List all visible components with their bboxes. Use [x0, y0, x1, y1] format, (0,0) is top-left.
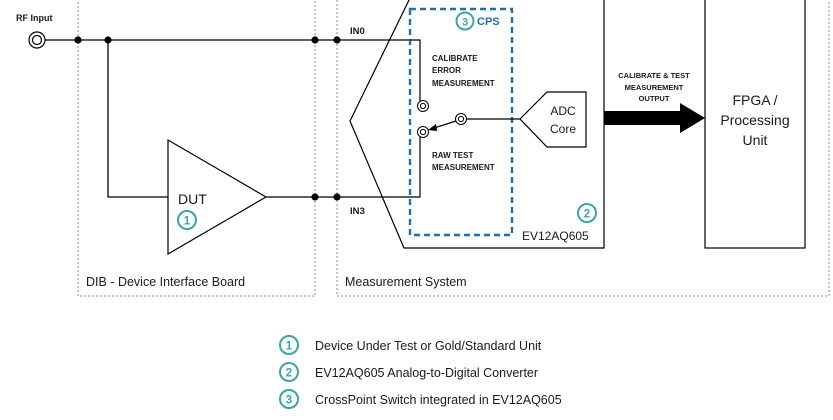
ev12aq605-marker-number: 2	[584, 209, 590, 221]
junction-dot	[333, 193, 341, 201]
cps-label: CPS	[477, 16, 500, 28]
dut-branch-wire	[107, 40, 170, 198]
legend-item: 2 EV12AQ605 Analog-to-Digital Converter	[279, 362, 538, 382]
switch-terminal-icon	[417, 100, 429, 112]
legend-marker-icon	[279, 389, 299, 409]
calibrate-label-line3: MEASUREMENT	[432, 79, 495, 88]
legend-marker-icon	[279, 362, 299, 382]
legend: 1 Device Under Test or Gold/Standard Uni…	[279, 335, 562, 409]
switch-terminal-icon	[417, 126, 429, 138]
legend-item: 3 CrossPoint Switch integrated in EV12AQ…	[279, 389, 562, 409]
legend-text: CrossPoint Switch integrated in EV12AQ60…	[315, 393, 562, 407]
dut-marker-icon: 1	[177, 210, 197, 230]
in3-label: IN3	[350, 206, 365, 217]
output-label-line2: MEASUREMENT	[625, 83, 684, 92]
adc-core-block	[519, 91, 587, 148]
calibrate-label-line2: ERROR	[432, 66, 461, 75]
ev12aq605-marker-icon: 2	[577, 203, 597, 223]
calibrate-label-line1: CALIBRATE	[432, 54, 478, 63]
junction-dot	[74, 36, 82, 44]
adc-core-label-line1: ADC	[550, 104, 576, 118]
dut-marker-number: 1	[184, 216, 191, 228]
legend-marker-number: 1	[286, 341, 293, 353]
output-label-line1: CALIBRATE & TEST	[618, 71, 690, 80]
fpga-label-line2: Processing	[720, 112, 789, 128]
junction-dot	[311, 36, 319, 44]
legend-marker-icon	[279, 335, 299, 355]
legend-marker-number: 3	[286, 395, 292, 407]
dib-board-label: DIB - Device Interface Board	[86, 275, 245, 289]
junction-dot	[311, 193, 319, 201]
legend-item: 1 Device Under Test or Gold/Standard Uni…	[279, 335, 542, 355]
legend-text: EV12AQ605 Analog-to-Digital Converter	[315, 366, 538, 380]
dib-board-region	[77, 0, 316, 297]
ev12aq605-label: EV12AQ605	[522, 229, 589, 243]
in3-internal-wire	[410, 137, 421, 198]
legend-text: Device Under Test or Gold/Standard Unit	[315, 339, 542, 353]
measurement-system-region	[336, 0, 830, 297]
output-arrow-icon	[604, 103, 705, 133]
ev12aq605-chip-outline	[349, 0, 605, 249]
fpga-label-line1: FPGA /	[732, 92, 777, 108]
in0-label: IN0	[350, 26, 365, 37]
switch-arrowhead-icon	[428, 124, 437, 131]
fpga-processing-unit-block	[704, 0, 806, 249]
adc-core-label-line2: Core	[550, 122, 576, 136]
cps-marker-number: 3	[462, 17, 468, 29]
raw-test-label-line2: MEASUREMENT	[432, 163, 495, 172]
in0-internal-wire	[410, 39, 421, 101]
fpga-label-line3: Unit	[743, 132, 768, 148]
switch-terminal-icon	[455, 113, 467, 125]
output-label-line3: OUTPUT	[639, 94, 670, 103]
measurement-system-label: Measurement System	[345, 275, 467, 289]
raw-test-label-line1: RAW TEST	[432, 151, 473, 160]
cps-switch-region	[408, 7, 514, 237]
rf-input-label: RF Input	[16, 13, 53, 23]
junction-dot	[333, 36, 341, 44]
dut-label: DUT	[178, 191, 207, 207]
cps-marker-icon: 3	[455, 11, 475, 31]
legend-marker-number: 2	[286, 368, 292, 380]
rf-input-connector-icon	[28, 31, 46, 49]
